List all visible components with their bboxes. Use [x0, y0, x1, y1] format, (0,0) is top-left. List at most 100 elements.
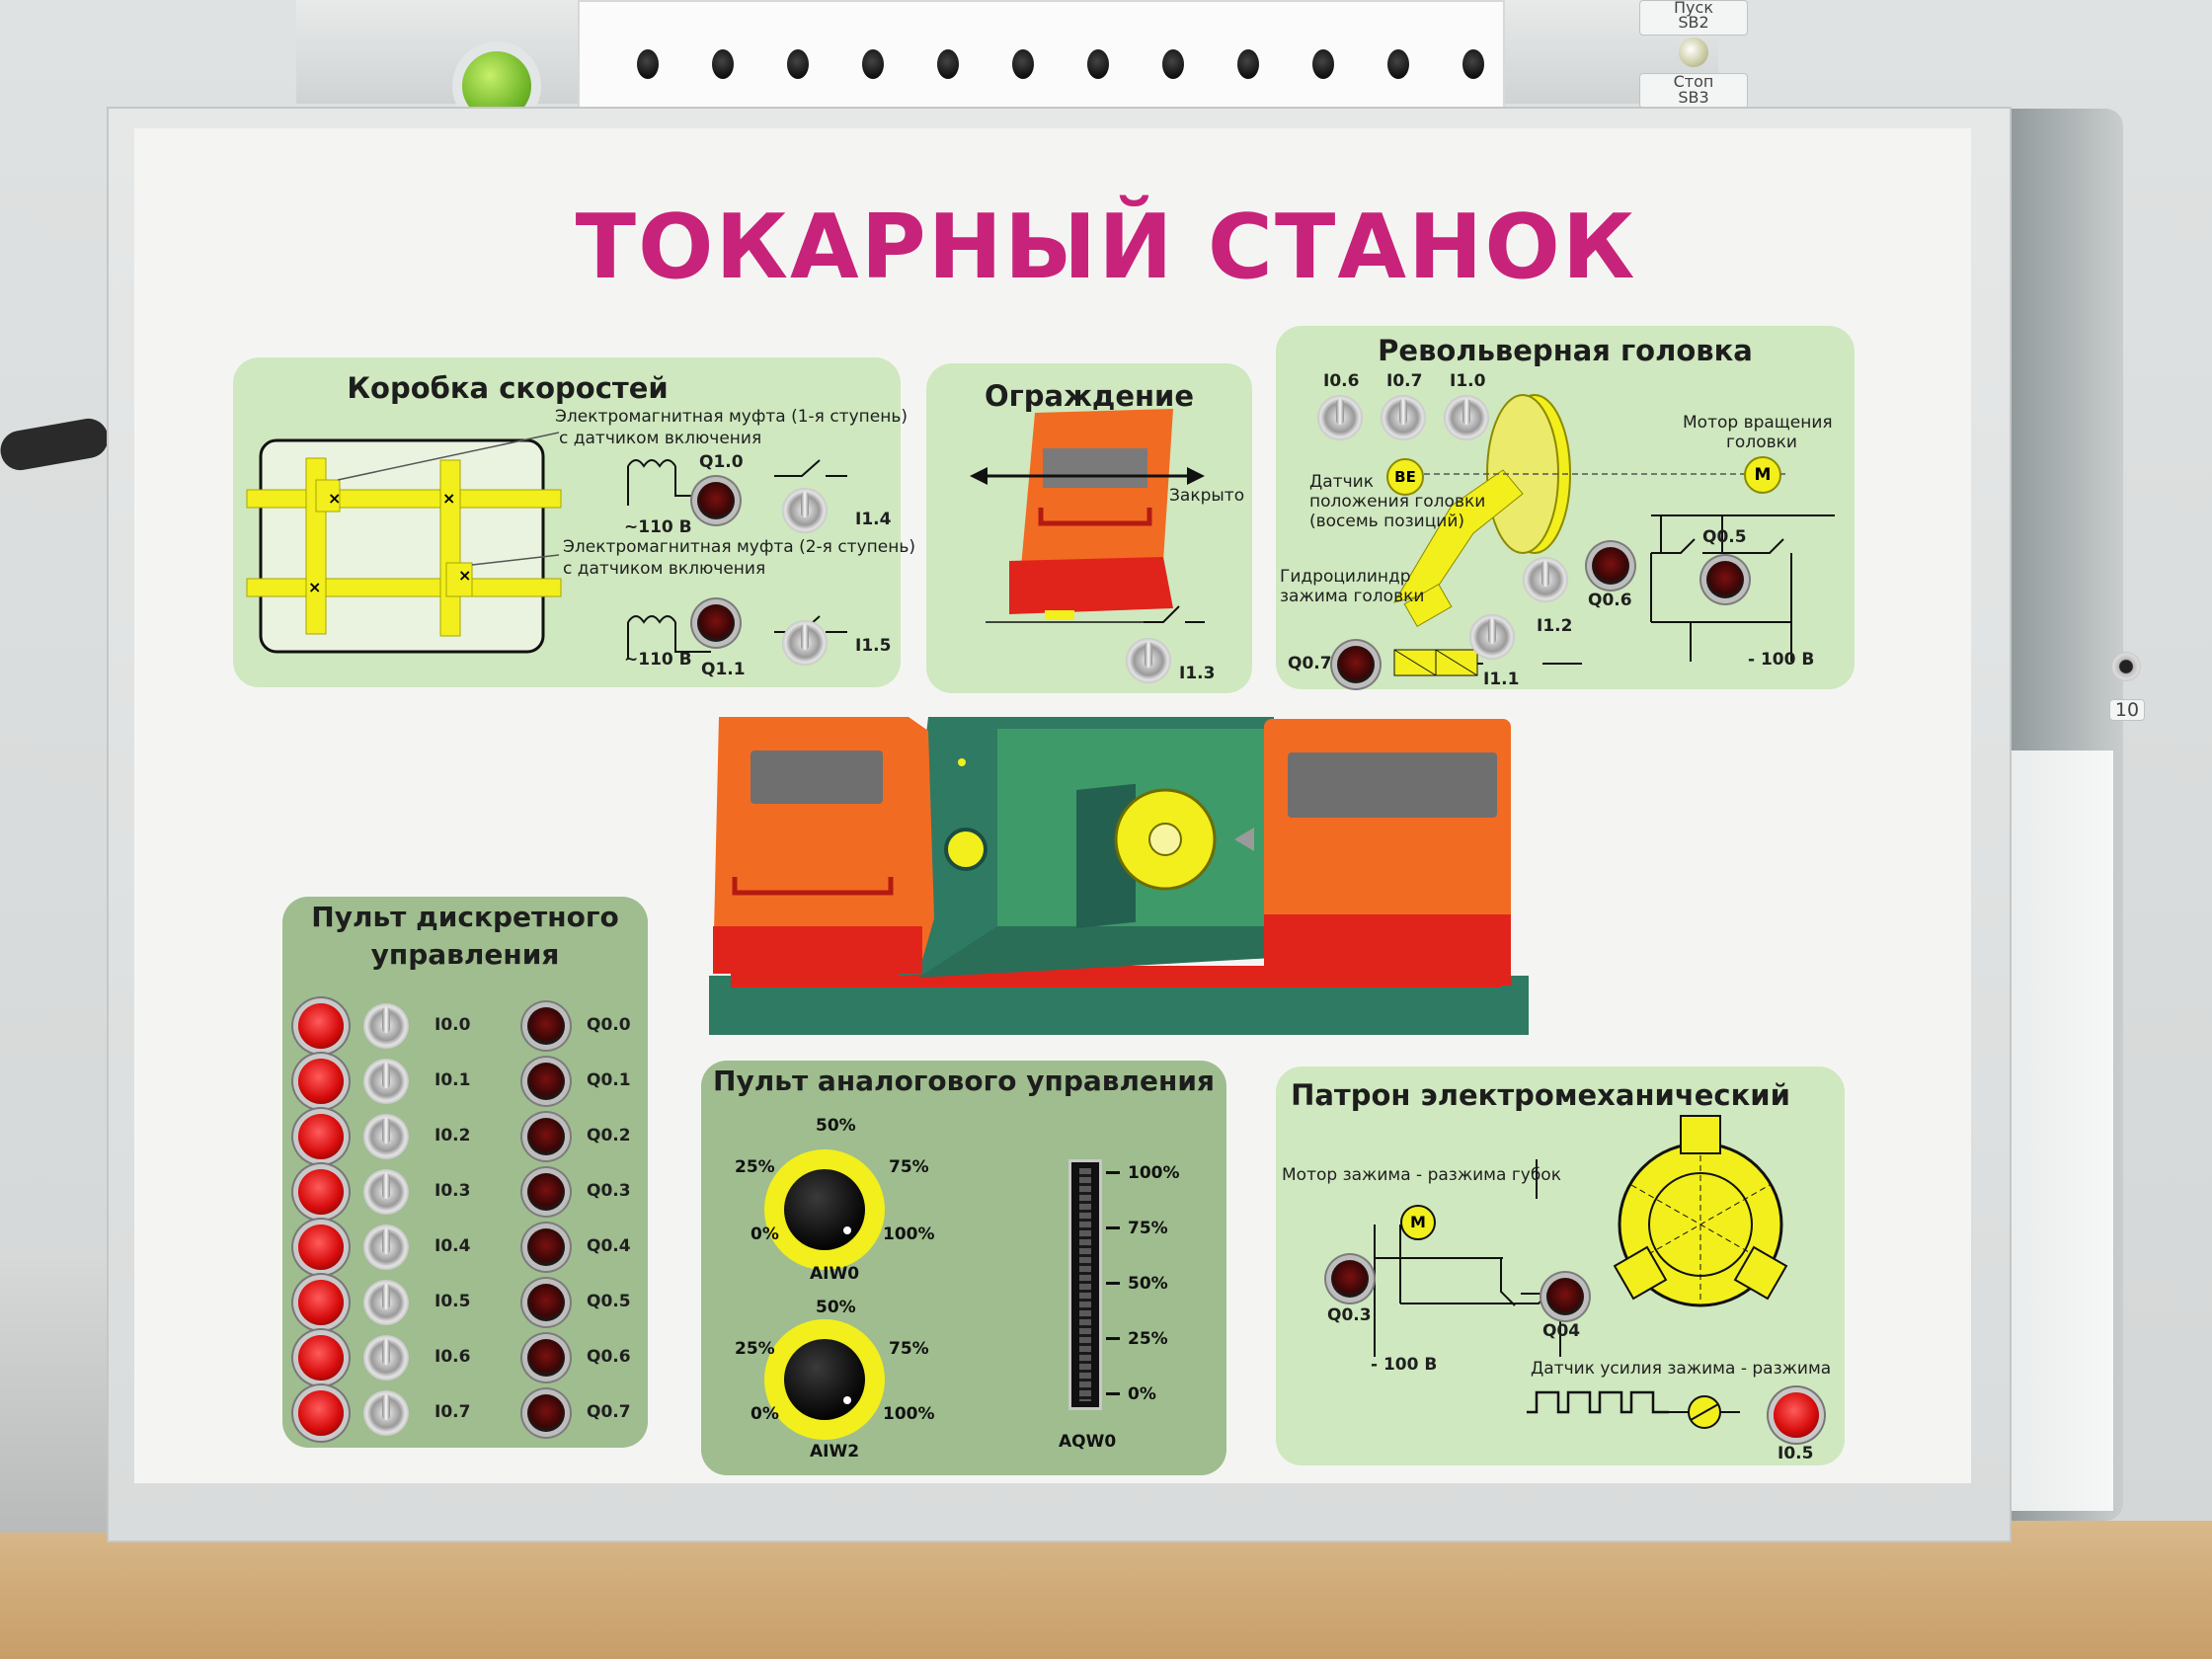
bar-scale-tick	[1106, 1226, 1120, 1229]
input-push-button[interactable]	[298, 1114, 344, 1159]
input-push-button[interactable]	[298, 1280, 344, 1325]
turret-be-sensor: BE	[1386, 458, 1424, 496]
input-push-button[interactable]	[298, 1224, 344, 1270]
turret-i07-toggle[interactable]	[1381, 395, 1426, 440]
turret-motor-line2: головки	[1726, 433, 1797, 452]
output-indicator-led	[527, 1173, 565, 1211]
aiw2-scale-0: 0%	[750, 1404, 779, 1424]
turret-diagram	[1392, 394, 1835, 676]
clutch2-desc-line2: с датчиком включения	[563, 559, 766, 579]
i15-label: I1.5	[855, 636, 892, 656]
output-label: Q0.3	[587, 1181, 631, 1201]
aiw2-scale-25: 25%	[735, 1339, 775, 1359]
turret-i12-label: I1.2	[1537, 616, 1573, 636]
turret-q06-label: Q0.6	[1588, 591, 1632, 610]
terminal-hole	[937, 49, 959, 79]
svg-text:×: ×	[442, 489, 455, 508]
output-label: Q0.6	[587, 1347, 631, 1367]
turret-sensor-line2: положения головки	[1309, 492, 1486, 512]
gearbox-title: Коробка скоростей	[347, 371, 669, 405]
aqw0-segments	[1079, 1168, 1091, 1401]
aiw2-label: AIW2	[810, 1442, 860, 1462]
aiw2-knob[interactable]	[784, 1339, 865, 1420]
input-toggle-switch[interactable]	[363, 1003, 409, 1049]
bar-scale-label: 75%	[1128, 1219, 1168, 1238]
input-push-button[interactable]	[298, 1003, 344, 1049]
turret-hydro-line1: Гидроцилиндр	[1280, 567, 1411, 587]
input-toggle-switch[interactable]	[363, 1390, 409, 1436]
output-indicator-led	[527, 1228, 565, 1266]
input-label: I0.2	[434, 1126, 471, 1146]
input-label: I0.0	[434, 1015, 471, 1035]
terminal-hole	[1387, 49, 1409, 79]
q11-label: Q1.1	[701, 660, 746, 679]
chuck-voltage-label: - 100 В	[1371, 1355, 1438, 1375]
q10-label: Q1.0	[699, 452, 744, 472]
chuck-q04-led	[1546, 1278, 1584, 1315]
output-indicator-led	[527, 1394, 565, 1432]
guard-section: Ограждение Закрыто I1.3	[926, 363, 1252, 693]
desk-surface	[0, 1521, 2212, 1659]
stop-label: Стоп	[1673, 72, 1714, 91]
bar-scale-label: 50%	[1128, 1274, 1168, 1294]
discrete-title-line2: управления	[370, 938, 560, 971]
input-label: I0.6	[434, 1347, 471, 1367]
guard-diagram	[970, 409, 1205, 623]
input-toggle-switch[interactable]	[363, 1059, 409, 1104]
terminal-hole	[862, 49, 884, 79]
input-push-button[interactable]	[298, 1390, 344, 1436]
input-label: I0.7	[434, 1402, 471, 1422]
aiw0-knob-ring[interactable]	[764, 1149, 885, 1270]
input-push-button[interactable]	[298, 1059, 344, 1104]
aiw2-knob-ring[interactable]	[764, 1319, 885, 1440]
pusk-button[interactable]	[1679, 38, 1708, 67]
i14-toggle-switch[interactable]	[782, 488, 828, 533]
turret-i12-toggle[interactable]	[1523, 557, 1568, 602]
svg-text:×: ×	[328, 489, 341, 508]
output-label: Q0.7	[587, 1402, 631, 1422]
input-push-button[interactable]	[298, 1169, 344, 1215]
input-toggle-switch[interactable]	[363, 1224, 409, 1270]
svg-text:×: ×	[458, 566, 471, 585]
bar-scale-tick	[1106, 1171, 1120, 1174]
turret-i07-label: I0.7	[1386, 371, 1423, 391]
chuck-force-sensor-label: Датчик усилия зажима - разжима	[1531, 1359, 1832, 1379]
output-indicator-led	[527, 1063, 565, 1100]
turret-motor-icon: M	[1744, 456, 1781, 494]
aiw0-scale-0: 0%	[750, 1224, 779, 1244]
turret-i06-toggle[interactable]	[1317, 395, 1363, 440]
chuck-q03-led	[1331, 1260, 1369, 1298]
output-label: Q0.4	[587, 1236, 631, 1256]
i15-toggle-switch[interactable]	[782, 620, 828, 666]
pusk-label: Пуск	[1674, 0, 1713, 17]
output-indicator-led	[527, 1007, 565, 1045]
turret-hydro-line2: зажима головки	[1280, 587, 1425, 606]
guard-title: Ограждение	[984, 379, 1195, 413]
input-label: I0.4	[434, 1236, 471, 1256]
side-socket[interactable]	[2111, 652, 2141, 681]
aiw0-scale-100: 100%	[883, 1224, 935, 1244]
case-side-panel	[2005, 750, 2113, 1511]
i13-toggle-switch[interactable]	[1126, 638, 1171, 683]
clutch1-desc-line1: Электромагнитная муфта (1-я ступень)	[555, 407, 908, 427]
bar-scale-tick	[1106, 1337, 1120, 1340]
turret-i10-label: I1.0	[1450, 371, 1486, 391]
input-toggle-switch[interactable]	[363, 1280, 409, 1325]
input-toggle-switch[interactable]	[363, 1169, 409, 1215]
input-toggle-switch[interactable]	[363, 1335, 409, 1381]
stop-tag: Стоп SB3	[1639, 73, 1748, 109]
input-toggle-switch[interactable]	[363, 1114, 409, 1159]
discrete-title-line1: Пульт дискретного	[311, 901, 619, 933]
chuck-i05-push-button[interactable]	[1774, 1392, 1819, 1438]
output-label: Q0.0	[587, 1015, 631, 1035]
clutch1-desc-line2: с датчиком включения	[559, 429, 762, 448]
terminal-hole	[1312, 49, 1334, 79]
aiw0-scale-25: 25%	[735, 1157, 775, 1177]
input-push-button[interactable]	[298, 1335, 344, 1381]
aiw0-scale-75: 75%	[889, 1157, 929, 1177]
turret-voltage-label: - 100 В	[1748, 650, 1815, 670]
turret-i10-toggle[interactable]	[1444, 395, 1489, 440]
gearbox-section: Коробка скоростей × × × × Электромагнитн…	[233, 357, 915, 687]
aiw0-knob[interactable]	[784, 1169, 865, 1250]
turret-i11-toggle[interactable]	[1469, 614, 1515, 660]
